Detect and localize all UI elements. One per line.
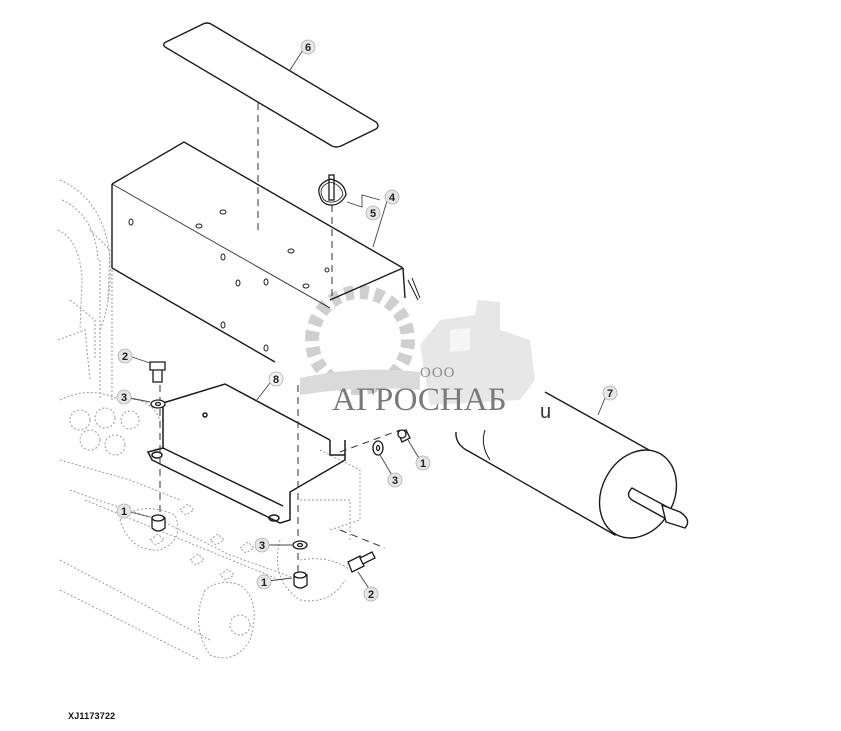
part-box-housing[interactable]	[111, 141, 421, 363]
svg-text:6: 6	[305, 42, 311, 54]
callout-5[interactable]: 5	[365, 205, 381, 221]
nut-right	[397, 429, 411, 443]
part-cover-plate[interactable]	[163, 22, 379, 148]
callout-1-right[interactable]: 1	[415, 455, 431, 471]
callout-8[interactable]: 8	[268, 371, 284, 387]
svg-text:1: 1	[420, 458, 426, 470]
box-holes	[128, 209, 330, 352]
svg-text:7: 7	[607, 388, 613, 400]
callout-3-left[interactable]: 3	[116, 389, 132, 405]
bolt-bottom-right	[347, 551, 376, 573]
nut-bottom	[293, 571, 308, 589]
washer-right	[372, 440, 384, 456]
svg-text:5: 5	[370, 208, 376, 220]
svg-text:2: 2	[368, 589, 374, 601]
svg-text:8: 8	[273, 374, 279, 386]
svg-text:3: 3	[392, 475, 398, 487]
svg-text:2: 2	[122, 351, 128, 363]
part-cylinder[interactable]	[455, 391, 691, 552]
svg-text:ООО: ООО	[420, 365, 456, 381]
callout-4[interactable]: 4	[384, 189, 400, 205]
watermark-text: ООО АГРОСНАБ u	[332, 365, 551, 423]
svg-text:3: 3	[121, 392, 127, 404]
callout-1-left[interactable]: 1	[116, 503, 132, 519]
bolt-left	[149, 361, 166, 383]
svg-text:1: 1	[261, 577, 267, 589]
callout-2-top[interactable]: 2	[117, 348, 133, 364]
svg-text:1: 1	[121, 506, 127, 518]
callout-3-bottom[interactable]: 3	[254, 537, 270, 553]
svg-text:АГРОСНАБ: АГРОСНАБ	[332, 382, 507, 418]
hardware	[149, 361, 411, 589]
callout-2-bottom[interactable]: 2	[363, 586, 379, 602]
part-lynch-pin[interactable]	[318, 174, 347, 206]
svg-text:4: 4	[389, 192, 396, 204]
callout-leaders	[129, 49, 606, 591]
washer-bottom	[292, 540, 308, 550]
callout-7[interactable]: 7	[602, 385, 618, 401]
drawing-reference-id: XJ1173722	[68, 711, 116, 721]
washer-left	[150, 399, 166, 409]
callout-3-right[interactable]: 3	[387, 472, 403, 488]
nut-left	[151, 514, 166, 532]
callout-1-bottom[interactable]: 1	[256, 574, 272, 590]
alignment-line	[339, 429, 401, 453]
background-machinery	[57, 179, 361, 661]
callouts: 6 4 5 8 7 2 3 1 1 3 3 1 2	[116, 39, 618, 602]
part-mounting-bracket[interactable]	[146, 383, 346, 524]
svg-text:3: 3	[259, 540, 265, 552]
svg-text:u: u	[540, 401, 551, 423]
alignment-line	[339, 529, 386, 549]
callout-6[interactable]: 6	[300, 39, 316, 55]
